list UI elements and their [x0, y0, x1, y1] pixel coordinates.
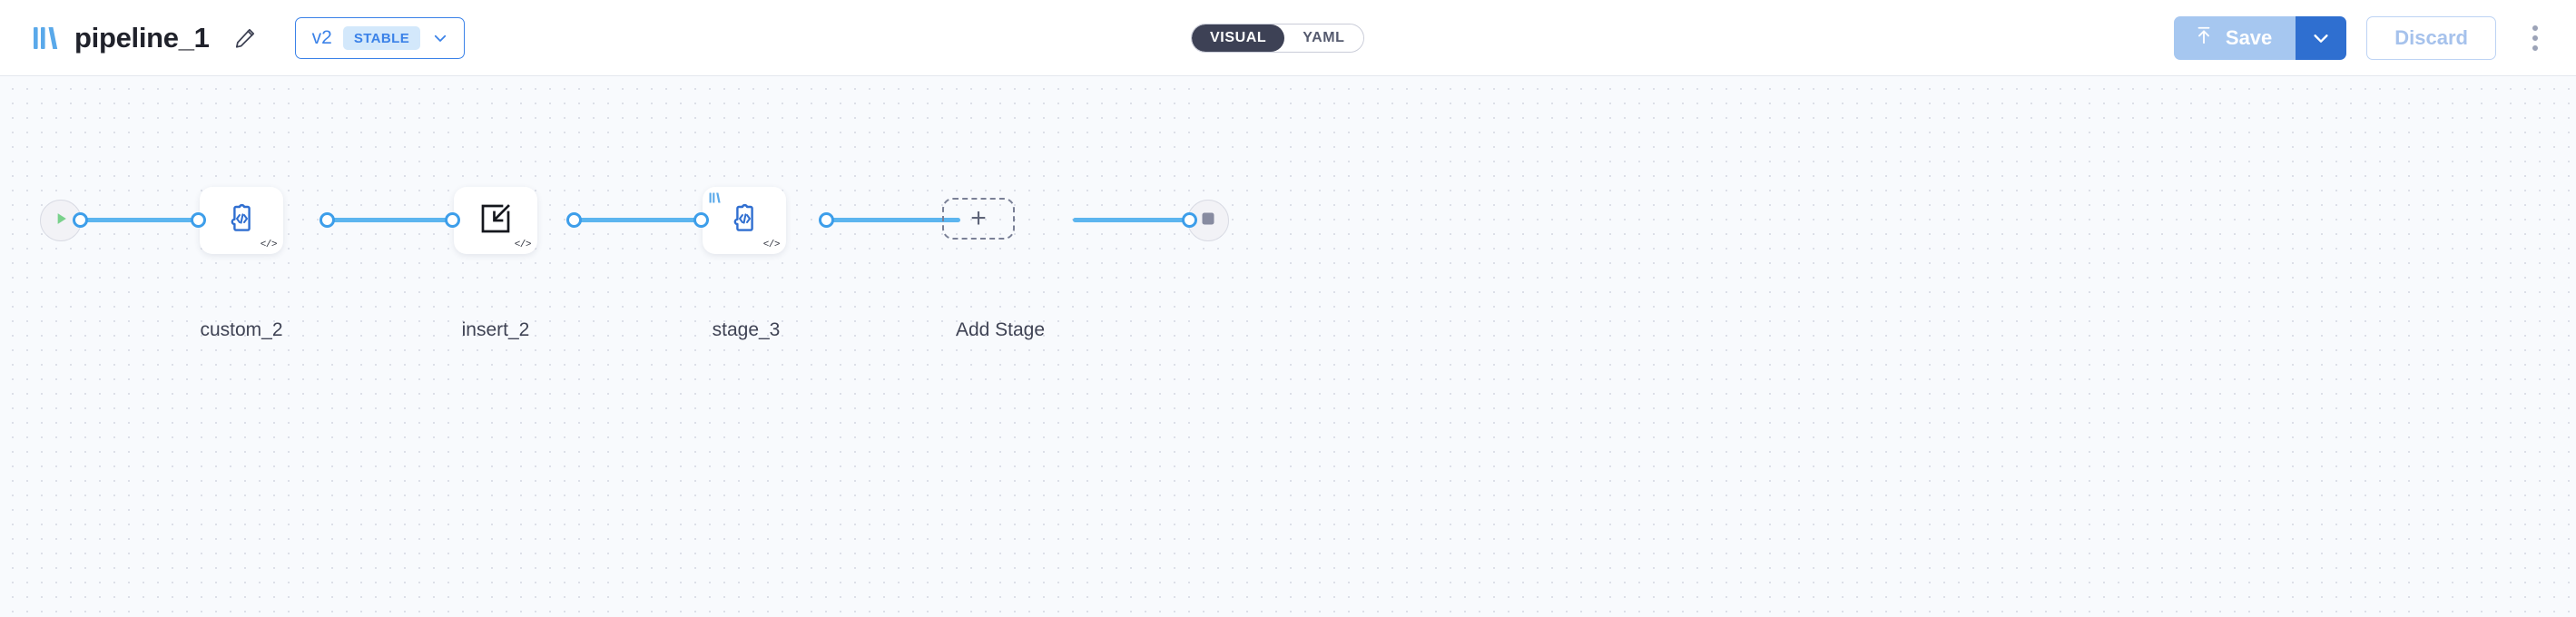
- page-title: pipeline_1: [74, 21, 210, 54]
- stop-icon: [1200, 211, 1216, 231]
- pencil-icon[interactable]: [230, 23, 261, 54]
- edge-custom2-to-insert2[interactable]: [327, 218, 452, 222]
- mode-toggle-group: VISUAL YAML: [1191, 23, 1364, 53]
- stage-node-custom_2[interactable]: </>: [200, 187, 283, 254]
- stage-label-custom_2: custom_2: [200, 319, 283, 340]
- handle-custom2-out[interactable]: [320, 212, 335, 228]
- plus-icon: +: [970, 203, 987, 233]
- pipeline-canvas[interactable]: </> custom_2 </> insert_2: [0, 76, 2576, 617]
- handle-insert2-in[interactable]: [445, 212, 460, 228]
- handle-stage3-in[interactable]: [693, 212, 709, 228]
- play-icon: [52, 210, 70, 232]
- handle-insert2-out[interactable]: [566, 212, 582, 228]
- stage-node-insert_2[interactable]: </>: [454, 187, 537, 254]
- edge-insert2-to-stage3[interactable]: [574, 218, 701, 222]
- stage-node-stage_3[interactable]: </>: [703, 187, 786, 254]
- stage-label-insert_2: insert_2: [461, 319, 530, 340]
- kebab-menu-icon[interactable]: [2520, 16, 2551, 60]
- upload-icon: [2194, 25, 2214, 51]
- kebab-dot: [2532, 44, 2538, 51]
- handle-custom2-in[interactable]: [191, 212, 206, 228]
- handle-end-in[interactable]: [1182, 212, 1197, 228]
- kebab-dot: [2532, 24, 2538, 31]
- puzzle-code-icon: [225, 202, 258, 240]
- save-button-group: Save: [2173, 15, 2347, 60]
- save-button[interactable]: Save: [2173, 15, 2296, 60]
- header-left-group: pipeline_1 v2 STABLE: [31, 16, 466, 59]
- save-button-label: Save: [2225, 25, 2273, 49]
- pipeline-flow: </> custom_2 </> insert_2: [0, 76, 2576, 617]
- add-stage-label: Add Stage: [955, 319, 1046, 340]
- stage-code-badge: </>: [514, 240, 532, 250]
- handle-stage3-out[interactable]: [819, 212, 834, 228]
- version-status-badge: STABLE: [342, 25, 421, 50]
- stage-code-badge: </>: [260, 240, 278, 250]
- version-label: v2: [311, 27, 332, 48]
- header-actions: Save Discard: [2173, 15, 2551, 60]
- pipeline-logo-icon: [709, 191, 722, 208]
- editor-mode-toggle: VISUAL YAML: [1191, 23, 1364, 53]
- save-dropdown-button[interactable]: [2296, 15, 2347, 60]
- chevron-down-icon: [431, 29, 449, 47]
- tab-yaml[interactable]: YAML: [1284, 24, 1363, 52]
- stage-code-badge: </>: [762, 240, 781, 250]
- app-header: pipeline_1 v2 STABLE VISUAL: [0, 0, 2576, 76]
- edge-stage3-to-addstage[interactable]: [826, 218, 960, 222]
- kebab-dot: [2532, 34, 2538, 41]
- tab-visual[interactable]: VISUAL: [1192, 24, 1285, 52]
- add-stage-button[interactable]: +: [942, 198, 1015, 240]
- edge-addstage-to-end[interactable]: [1073, 218, 1209, 222]
- handle-start-out[interactable]: [73, 212, 88, 228]
- edge-start-to-custom2[interactable]: [71, 218, 198, 222]
- end-node[interactable]: [1187, 200, 1229, 241]
- stage-label-stage_3: stage_3: [712, 319, 781, 340]
- discard-button[interactable]: Discard: [2366, 15, 2496, 60]
- version-selector[interactable]: v2 STABLE: [294, 16, 466, 59]
- puzzle-code-icon: [728, 202, 761, 240]
- pipeline-logo-icon: [31, 23, 62, 54]
- insert-into-box-icon: [478, 201, 513, 240]
